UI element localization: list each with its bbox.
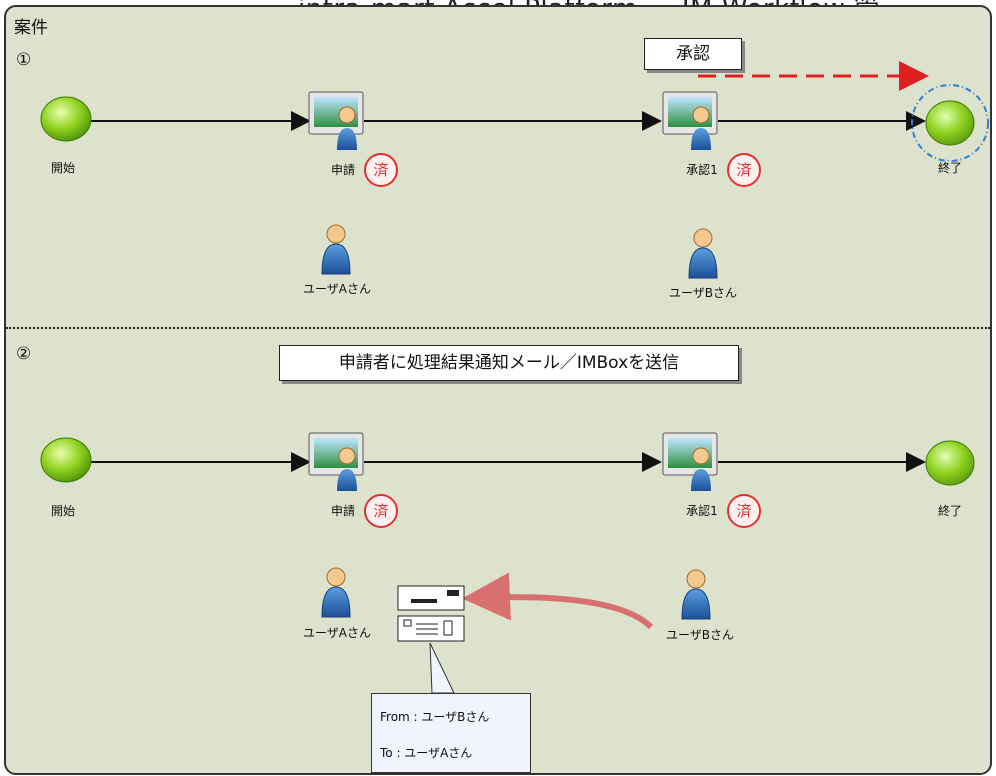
mail-callout: From : ユーザBさん To : ユーザAさん bbox=[371, 693, 531, 773]
section1-flow bbox=[40, 61, 989, 279]
user-b-icon bbox=[688, 228, 718, 279]
end-label: 終了 bbox=[937, 504, 963, 518]
user-b-icon bbox=[681, 569, 711, 620]
notify-curved-arrow bbox=[462, 572, 654, 630]
apply-task-icon bbox=[308, 91, 364, 150]
callout-pointer bbox=[429, 642, 455, 694]
apply-task-icon bbox=[308, 432, 364, 491]
user-b-label: ユーザBさん bbox=[669, 286, 737, 300]
apply-label: 申請 bbox=[330, 163, 356, 177]
user-b-label: ユーザBさん bbox=[666, 628, 734, 642]
end-highlight-circle bbox=[911, 84, 989, 162]
user-a-label: ユーザAさん bbox=[303, 626, 371, 640]
end-label: 終了 bbox=[937, 161, 963, 175]
mail-to: To : ユーザAさん bbox=[380, 746, 473, 760]
done-badge: 済 bbox=[364, 494, 398, 528]
start-label: 開始 bbox=[50, 504, 76, 518]
section-number: ② bbox=[16, 344, 32, 364]
section-divider bbox=[6, 327, 990, 329]
user-a-label: ユーザAさん bbox=[303, 282, 371, 296]
done-badge: 済 bbox=[727, 494, 761, 528]
notify-label-box: 申請者に処理結果通知メール／IMBoxを送信 bbox=[279, 345, 739, 381]
start-label: 開始 bbox=[50, 161, 76, 175]
start-node-icon bbox=[40, 96, 92, 142]
approve-label: 承認1 bbox=[686, 504, 718, 518]
done-badge: 済 bbox=[727, 153, 761, 187]
approve-label: 承認1 bbox=[686, 163, 718, 177]
section2-flow bbox=[40, 432, 975, 694]
apply-label: 申請 bbox=[330, 504, 356, 518]
end-node-icon bbox=[925, 100, 975, 146]
mail-icon bbox=[397, 585, 465, 642]
case-title: 案件 bbox=[14, 18, 48, 38]
approve-task-icon bbox=[662, 91, 718, 150]
start-node-icon bbox=[40, 437, 92, 483]
user-a-icon bbox=[321, 224, 351, 275]
workflow-frame: 案件 ① 承認 開始 申請 済 承認1 済 終了 ユーザAさん ユーザBさん ②… bbox=[4, 5, 992, 775]
approve-task-icon bbox=[662, 432, 718, 491]
mail-from: From : ユーザBさん bbox=[380, 710, 490, 724]
section-number: ① bbox=[16, 50, 32, 70]
approve-label-box: 承認 bbox=[644, 38, 742, 70]
end-node-icon bbox=[925, 440, 975, 486]
user-a-icon bbox=[321, 567, 351, 618]
done-badge: 済 bbox=[364, 153, 398, 187]
diagram-canvas bbox=[40, 61, 989, 694]
